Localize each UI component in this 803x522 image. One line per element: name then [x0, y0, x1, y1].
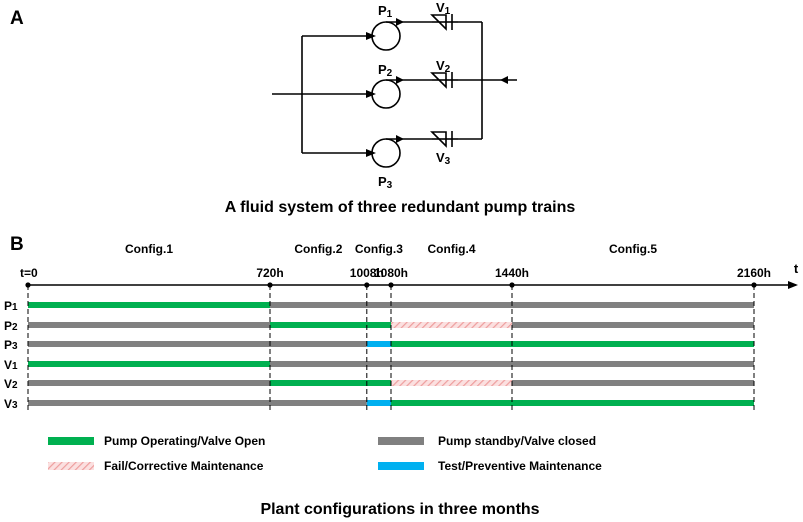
- row-label-v3: V3: [4, 397, 18, 411]
- bar-v2-seg-3: [512, 380, 754, 386]
- arrow-icon: [366, 32, 376, 40]
- legend-label-standby: Pump standby/Valve closed: [438, 434, 596, 448]
- pump-1-symbol: [371, 21, 401, 51]
- legend-swatch-operating: [48, 437, 94, 445]
- row-label-v1: V1: [4, 358, 18, 372]
- legend-label-operating: Pump Operating/Valve Open: [104, 434, 265, 448]
- valve-2-label: V2: [436, 58, 451, 75]
- bar-v1-seg-0: [28, 361, 270, 367]
- check-valve-3-icon: [430, 131, 458, 148]
- time-marker: [388, 282, 394, 288]
- bar-v2-seg-1: [270, 380, 391, 386]
- arrow-icon: [366, 149, 376, 157]
- pump-2-symbol: [371, 79, 401, 109]
- pump-2-label: P2: [378, 62, 393, 79]
- arrow-icon: [366, 90, 376, 98]
- time-label: 1008h: [350, 266, 384, 280]
- arrow-icon: [396, 76, 404, 84]
- check-valve-1-icon: [430, 14, 458, 31]
- panel-b-letter: B: [10, 234, 24, 255]
- legend-swatch-fail: [48, 462, 94, 470]
- bar-p3-seg-0: [28, 341, 367, 347]
- config-label-2: Config.2: [294, 242, 342, 256]
- time-label: 720h: [256, 266, 283, 280]
- time-marker: [509, 282, 515, 288]
- row-label-v2: V2: [4, 377, 18, 391]
- panel-a-letter: A: [10, 8, 24, 29]
- config-label-4: Config.4: [428, 242, 476, 256]
- legend-label-test: Test/Preventive Maintenance: [438, 459, 602, 473]
- legend-swatch-test: [378, 462, 424, 470]
- bar-p3-seg-2: [391, 341, 754, 347]
- bar-v2-seg-2: [391, 380, 512, 386]
- valve-3-label: V3: [436, 150, 451, 167]
- time-marker: [267, 282, 273, 288]
- time-marker: [751, 282, 757, 288]
- legend-label-fail: Fail/Corrective Maintenance: [104, 459, 264, 473]
- time-label: 1440h: [495, 266, 529, 280]
- legend: Pump Operating/Valve Open Fail/Correctiv…: [48, 434, 602, 473]
- bar-v3-seg-1: [366, 400, 391, 406]
- panel-b-caption: Plant configurations in three months: [260, 501, 539, 518]
- time-label: 2160h: [737, 266, 771, 280]
- bar-p2-seg-2: [391, 322, 512, 328]
- fluid-system-schematic: [272, 21, 517, 168]
- axis-label: t: [794, 261, 799, 276]
- bar-p1-seg-0: [28, 302, 270, 308]
- bar-p2-seg-0: [28, 322, 270, 328]
- bar-p3-seg-1: [366, 341, 391, 347]
- arrow-icon: [396, 135, 404, 143]
- config-label-3: Config.3: [355, 242, 403, 256]
- panel-a-caption: A fluid system of three redundant pump t…: [225, 199, 576, 216]
- pump-3-label: P3: [378, 174, 393, 191]
- time-marker: [364, 282, 370, 288]
- time-label: 1080h: [374, 266, 408, 280]
- bar-v1-seg-1: [270, 361, 754, 367]
- bar-p2-seg-1: [270, 322, 391, 328]
- valve-1-label: V1: [436, 0, 451, 17]
- bar-v3-seg-0: [28, 400, 367, 406]
- legend-swatch-standby: [378, 437, 424, 445]
- time-label: t=0: [20, 266, 38, 280]
- bar-v3-seg-2: [391, 400, 754, 406]
- pump-1-label: P1: [378, 3, 393, 20]
- axis-arrow-icon: [788, 281, 798, 289]
- config-label-1: Config.1: [125, 242, 173, 256]
- check-valve-2-icon: [430, 72, 458, 89]
- row-label-p1: P1: [4, 299, 18, 313]
- arrow-icon: [396, 18, 404, 26]
- bar-p2-seg-3: [512, 322, 754, 328]
- pump-3-symbol: [371, 138, 401, 168]
- row-label-p2: P2: [4, 319, 18, 333]
- arrow-icon: [500, 76, 508, 84]
- config-label-5: Config.5: [609, 242, 657, 256]
- row-label-p3: P3: [4, 338, 18, 352]
- time-marker: [25, 282, 31, 288]
- bar-v2-seg-0: [28, 380, 270, 386]
